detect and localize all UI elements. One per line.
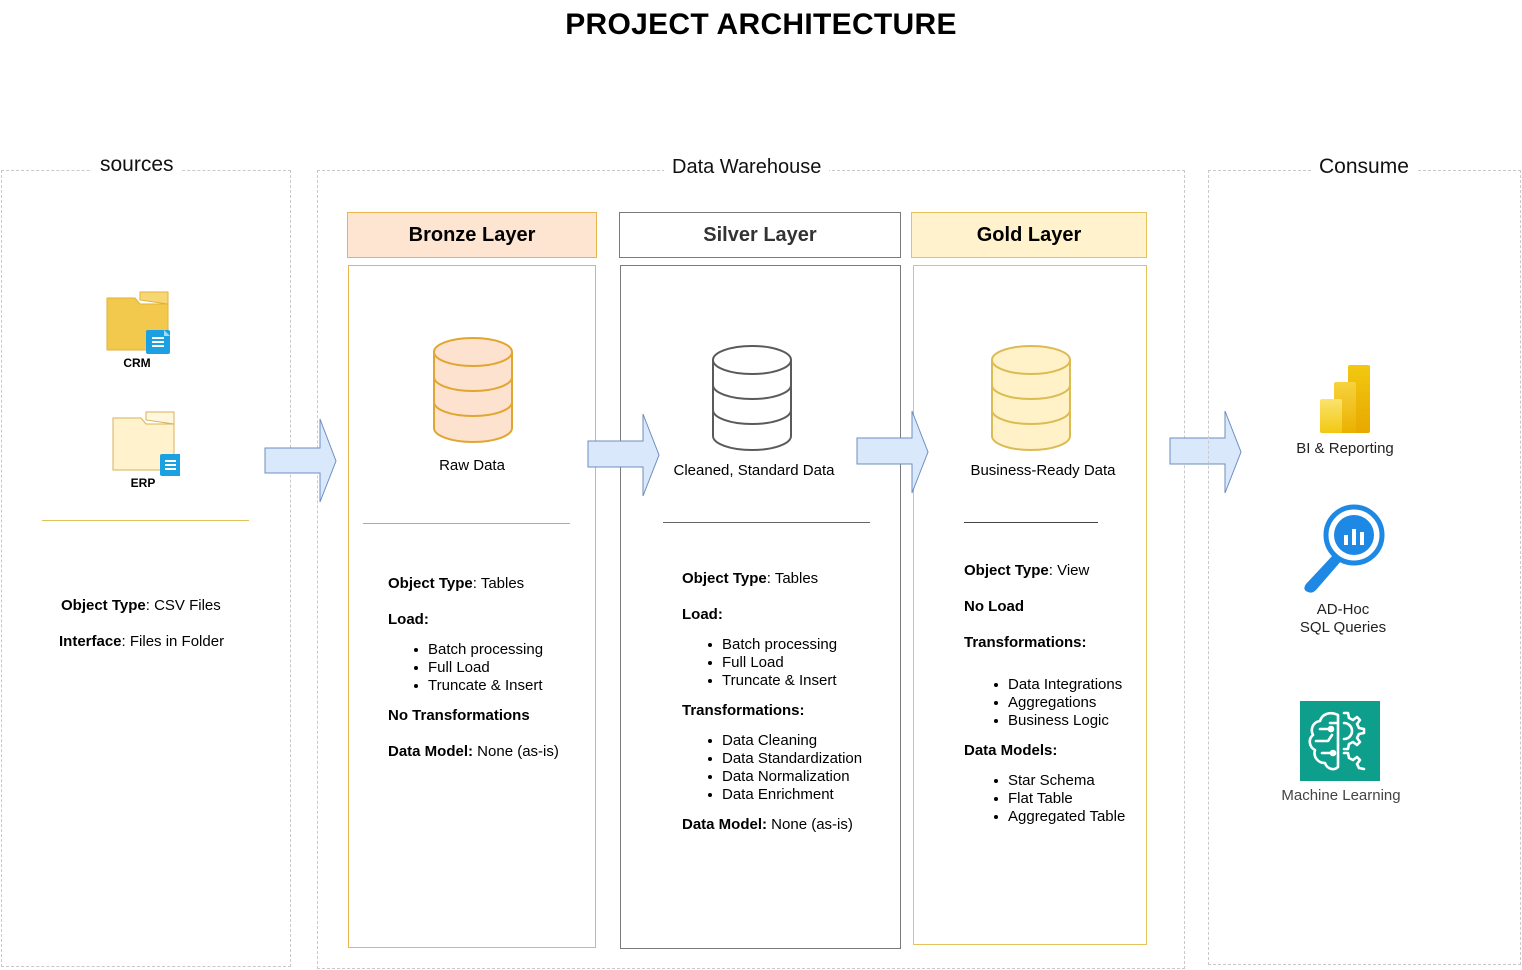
bronze-layer-body bbox=[348, 265, 596, 948]
database-icon bbox=[712, 345, 792, 451]
data-models-key: Data Models: bbox=[964, 742, 1058, 759]
arrow-right-icon bbox=[264, 418, 337, 503]
sources-object-type: Object Type: CSV Files bbox=[61, 597, 221, 614]
object-type-key: Object Type bbox=[682, 570, 767, 587]
silver-divider bbox=[663, 522, 870, 523]
power-bi-icon bbox=[1320, 365, 1370, 433]
data-models-list: Star Schema Flat Table Aggregated Table bbox=[986, 772, 1125, 826]
load-key: Load: bbox=[388, 611, 429, 628]
gold-caption: Business-Ready Data bbox=[970, 462, 1116, 479]
object-type-value: : Tables bbox=[472, 575, 525, 592]
list-item: Data Enrichment bbox=[700, 786, 862, 804]
warehouse-section-label: Data Warehouse bbox=[664, 156, 830, 179]
object-type-key: Object Type bbox=[388, 575, 473, 592]
arrow-right-icon bbox=[587, 413, 660, 497]
arrow-right-icon bbox=[1169, 410, 1242, 494]
list-item: Business Logic bbox=[986, 712, 1125, 730]
silver-caption: Cleaned, Standard Data bbox=[673, 462, 835, 479]
list-item: Truncate & Insert bbox=[406, 677, 559, 695]
data-model-key: Data Model: bbox=[682, 816, 768, 833]
bi-label: BI & Reporting bbox=[1296, 440, 1394, 457]
database-icon bbox=[433, 337, 513, 443]
silver-layer-body bbox=[620, 265, 901, 949]
database-icon bbox=[991, 345, 1071, 451]
list-item: Batch processing bbox=[406, 641, 559, 659]
silver-info: Object Type: Tables Load: Batch processi… bbox=[682, 570, 862, 852]
transformations-list: Data Cleaning Data Standardization Data … bbox=[700, 732, 862, 804]
data-model-value: None (as-is) bbox=[473, 743, 559, 760]
object-type-value: : View bbox=[1048, 562, 1090, 579]
gold-info: Object Type: View No Load Transformation… bbox=[964, 562, 1125, 838]
list-item: Aggregated Table bbox=[986, 808, 1125, 826]
data-model-value: None (as-is) bbox=[767, 816, 853, 833]
transformations-key: No Transformations bbox=[388, 707, 530, 724]
object-type-key: Object Type bbox=[61, 597, 146, 614]
gold-layer-header: Gold Layer bbox=[911, 212, 1147, 258]
list-item: Full Load bbox=[406, 659, 559, 677]
list-item: Truncate & Insert bbox=[700, 672, 862, 690]
erp-label: ERP bbox=[130, 476, 156, 490]
sources-section-label: sources bbox=[92, 153, 182, 177]
bronze-layer-header: Bronze Layer bbox=[347, 212, 597, 258]
consume-section-label: Consume bbox=[1311, 155, 1417, 179]
arrow-right-icon bbox=[856, 410, 929, 494]
load-list: Batch processing Full Load Truncate & In… bbox=[700, 636, 862, 690]
crm-label: CRM bbox=[123, 356, 151, 370]
crm-source: CRM bbox=[104, 290, 174, 370]
transformations-list: Data Integrations Aggregations Business … bbox=[986, 676, 1125, 730]
load-key: No Load bbox=[964, 598, 1024, 615]
list-item: Batch processing bbox=[700, 636, 862, 654]
magnifier-chart-icon bbox=[1304, 504, 1385, 593]
list-item: Flat Table bbox=[986, 790, 1125, 808]
bronze-info: Object Type: Tables Load: Batch processi… bbox=[388, 575, 559, 779]
load-key: Load: bbox=[682, 606, 723, 623]
sources-divider bbox=[42, 520, 249, 521]
transformations-key: Transformations: bbox=[682, 702, 805, 719]
load-list: Batch processing Full Load Truncate & In… bbox=[406, 641, 559, 695]
erp-source: ERP bbox=[110, 410, 180, 490]
adhoc-label: AD-Hoc SQL Queries bbox=[1299, 601, 1387, 636]
page-title: PROJECT ARCHITECTURE bbox=[565, 8, 957, 41]
interface-value: : Files in Folder bbox=[121, 633, 225, 650]
folder-icon bbox=[112, 411, 180, 476]
gold-divider bbox=[964, 522, 1098, 523]
silver-layer-header: Silver Layer bbox=[619, 212, 901, 258]
list-item: Star Schema bbox=[986, 772, 1125, 790]
data-model-key: Data Model: bbox=[388, 743, 474, 760]
gold-layer-body bbox=[913, 265, 1147, 945]
list-item: Aggregations bbox=[986, 694, 1125, 712]
bronze-caption: Raw Data bbox=[439, 457, 505, 474]
list-item: Data Normalization bbox=[700, 768, 862, 786]
ml-label: Machine Learning bbox=[1281, 787, 1401, 804]
folder-icon bbox=[106, 291, 170, 354]
object-type-value: : CSV Files bbox=[145, 597, 221, 614]
list-item: Data Standardization bbox=[700, 750, 862, 768]
list-item: Data Integrations bbox=[986, 676, 1125, 694]
list-item: Data Cleaning bbox=[700, 732, 862, 750]
transformations-key: Transformations: bbox=[964, 634, 1087, 651]
bronze-divider bbox=[363, 523, 570, 524]
brain-gear-icon bbox=[1300, 701, 1380, 781]
sources-interface: Interface: Files in Folder bbox=[59, 633, 224, 650]
object-type-key: Object Type bbox=[964, 562, 1049, 579]
object-type-value: : Tables bbox=[766, 570, 819, 587]
interface-key: Interface bbox=[59, 633, 122, 650]
list-item: Full Load bbox=[700, 654, 862, 672]
